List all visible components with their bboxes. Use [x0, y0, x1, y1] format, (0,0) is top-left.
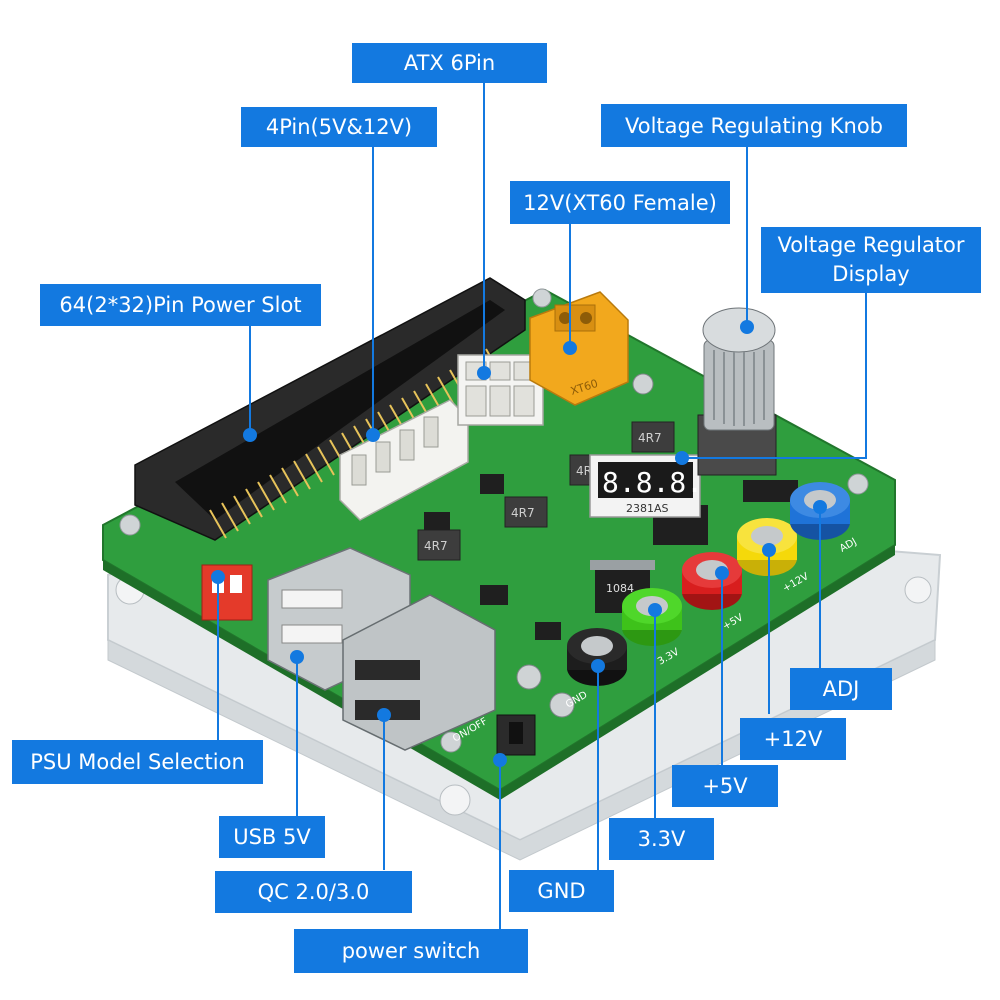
capacitors	[516, 373, 654, 718]
standoff	[439, 784, 471, 816]
screw	[440, 731, 462, 753]
label-regulator-display-line2: Display	[832, 262, 910, 286]
binding-post-5v	[682, 552, 742, 610]
standoff	[904, 576, 932, 604]
label-atx-6pin: ATX 6Pin	[352, 43, 547, 83]
label-power-slot: 64(2*32)Pin Power Slot	[40, 284, 321, 326]
atx-6pin-slots	[465, 361, 535, 417]
knob-top	[702, 307, 776, 353]
binding-post-gnd	[567, 628, 627, 686]
label-power-switch: power switch	[294, 929, 528, 973]
power-switch-button	[509, 722, 523, 744]
display-model: 2381AS	[626, 502, 669, 515]
label-voltage-knob: Voltage Regulating Knob	[601, 104, 907, 147]
label-gnd: GND	[509, 870, 614, 912]
label-12v: +12V	[740, 718, 846, 760]
psu-dip-switch	[201, 564, 253, 621]
leader-dots	[211, 320, 827, 767]
acrylic-base-edge	[107, 639, 936, 861]
usb-5v-slot	[281, 624, 343, 644]
screw	[847, 473, 869, 495]
label-4pin: 4Pin(5V&12V)	[241, 107, 437, 147]
psu-dip-lever	[230, 575, 242, 593]
leader-lines	[217, 82, 867, 930]
usb-qc-slot	[355, 660, 420, 680]
power-slot-groove	[175, 300, 505, 520]
inductor-mark: 4R7	[638, 431, 662, 445]
label-5v: +5V	[672, 765, 778, 807]
screw	[532, 288, 552, 308]
label-adj: ADJ	[790, 668, 892, 710]
molex-4pin-slots	[351, 416, 439, 486]
label-qc: QC 2.0/3.0	[215, 871, 412, 913]
label-xt60: 12V(XT60 Female)	[510, 181, 730, 224]
knob-ridges	[713, 350, 765, 426]
regulator-chip-mark: 1084	[606, 582, 634, 595]
voltage-display-face	[598, 462, 693, 498]
label-regulator-display: Voltage Regulator Display	[761, 227, 981, 293]
display-digits: 8.8.8.	[602, 466, 703, 499]
inductor-mark: 4R7	[511, 506, 535, 520]
xt60-pin	[580, 312, 592, 324]
label-usb-5v: USB 5V	[219, 816, 325, 858]
leader-display	[685, 291, 867, 459]
inductor-mark: 4R7	[424, 539, 448, 553]
label-psu-model: PSU Model Selection	[12, 740, 263, 784]
label-regulator-display-line1: Voltage Regulator	[777, 233, 965, 257]
usb-5v-slot	[281, 589, 343, 609]
label-33v: 3.3V	[609, 818, 714, 860]
screw	[119, 514, 141, 536]
binding-post-33v	[622, 588, 682, 646]
regulator-heatsink	[590, 560, 655, 570]
xt60-pin	[559, 312, 571, 324]
